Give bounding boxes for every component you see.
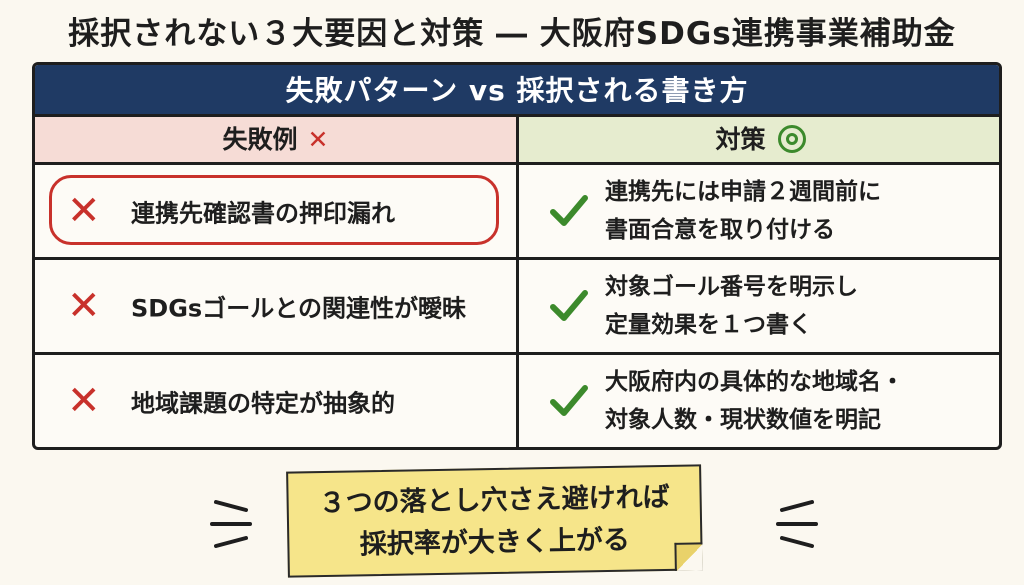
check-icon	[547, 189, 591, 233]
fail-cell: ✕ SDGsゴールとの関連性が曖昧	[35, 260, 519, 352]
sticky-note: ３つの落とし穴さえ避ければ 採択率が大きく上がる	[286, 464, 703, 578]
column-header-fail: 失敗例 ✕	[35, 117, 519, 165]
table-header: 失敗パターン vs 採択される書き方	[35, 65, 999, 117]
table-row: ✕ 地域課題の特定が抽象的 大阪府内の具体的な地域名・ 対象人数・現状数値を明記	[35, 355, 999, 447]
fix-line: 書面合意を取り付ける	[605, 217, 835, 243]
table-row: ✕ SDGsゴールとの関連性が曖昧 対象ゴール番号を明示し 定量効果を１つ書く	[35, 260, 999, 355]
note-fold	[674, 542, 703, 571]
table-row: ✕ 連携先確認書の押印漏れ 連携先には申請２週間前に 書面合意を取り付ける	[35, 165, 999, 260]
fix-cell: 連携先には申請２週間前に 書面合意を取り付ける	[519, 165, 999, 257]
comparison-table: 失敗パターン vs 採択される書き方 失敗例 ✕ 対策 ✕ 連携先確認書の押印漏れ…	[32, 62, 1002, 450]
fix-line: 対象ゴール番号を明示し	[605, 274, 858, 300]
note-line: ３つの落とし穴さえ避ければ	[318, 481, 670, 520]
emphasis-lines-icon	[206, 488, 266, 558]
fix-line: 連携先には申請２週間前に	[605, 179, 881, 205]
fail-text: 連携先確認書の押印漏れ	[131, 199, 395, 228]
column-header-fail-label: 失敗例	[222, 125, 298, 154]
double-circle-icon	[777, 125, 806, 153]
fail-text: 地域課題の特定が抽象的	[131, 389, 395, 418]
fix-text: 連携先には申請２週間前に 書面合意を取り付ける	[605, 173, 995, 249]
cross-icon: ✕	[67, 283, 101, 329]
check-icon	[547, 284, 591, 328]
fix-line: 大阪府内の具体的な地域名・	[605, 369, 904, 395]
column-header-fix: 対策	[519, 117, 999, 165]
cross-icon: ✕	[67, 188, 101, 234]
cross-icon: ✕	[67, 378, 101, 424]
column-header-fix-label: 対策	[715, 125, 766, 154]
fix-line: 対象人数・現状数値を明記	[605, 407, 881, 433]
check-icon	[547, 379, 591, 423]
fail-cell: ✕ 連携先確認書の押印漏れ	[35, 165, 519, 257]
fix-text: 対象ゴール番号を明示し 定量効果を１つ書く	[605, 268, 995, 344]
fix-text: 大阪府内の具体的な地域名・ 対象人数・現状数値を明記	[605, 363, 995, 439]
emphasis-lines-icon	[762, 488, 822, 558]
fail-text: SDGsゴールとの関連性が曖昧	[131, 294, 466, 323]
fix-line: 定量効果を１つ書く	[605, 312, 812, 338]
fail-cell: ✕ 地域課題の特定が抽象的	[35, 355, 519, 447]
highlight-outline	[49, 175, 499, 245]
note-line: 採択率が大きく上がる	[359, 524, 631, 561]
cross-icon: ✕	[307, 125, 329, 154]
fix-cell: 対象ゴール番号を明示し 定量効果を１つ書く	[519, 260, 999, 352]
page-title: 採択されない３大要因と対策 ― 大阪府SDGs連携事業補助金	[68, 16, 956, 52]
fix-cell: 大阪府内の具体的な地域名・ 対象人数・現状数値を明記	[519, 355, 999, 447]
